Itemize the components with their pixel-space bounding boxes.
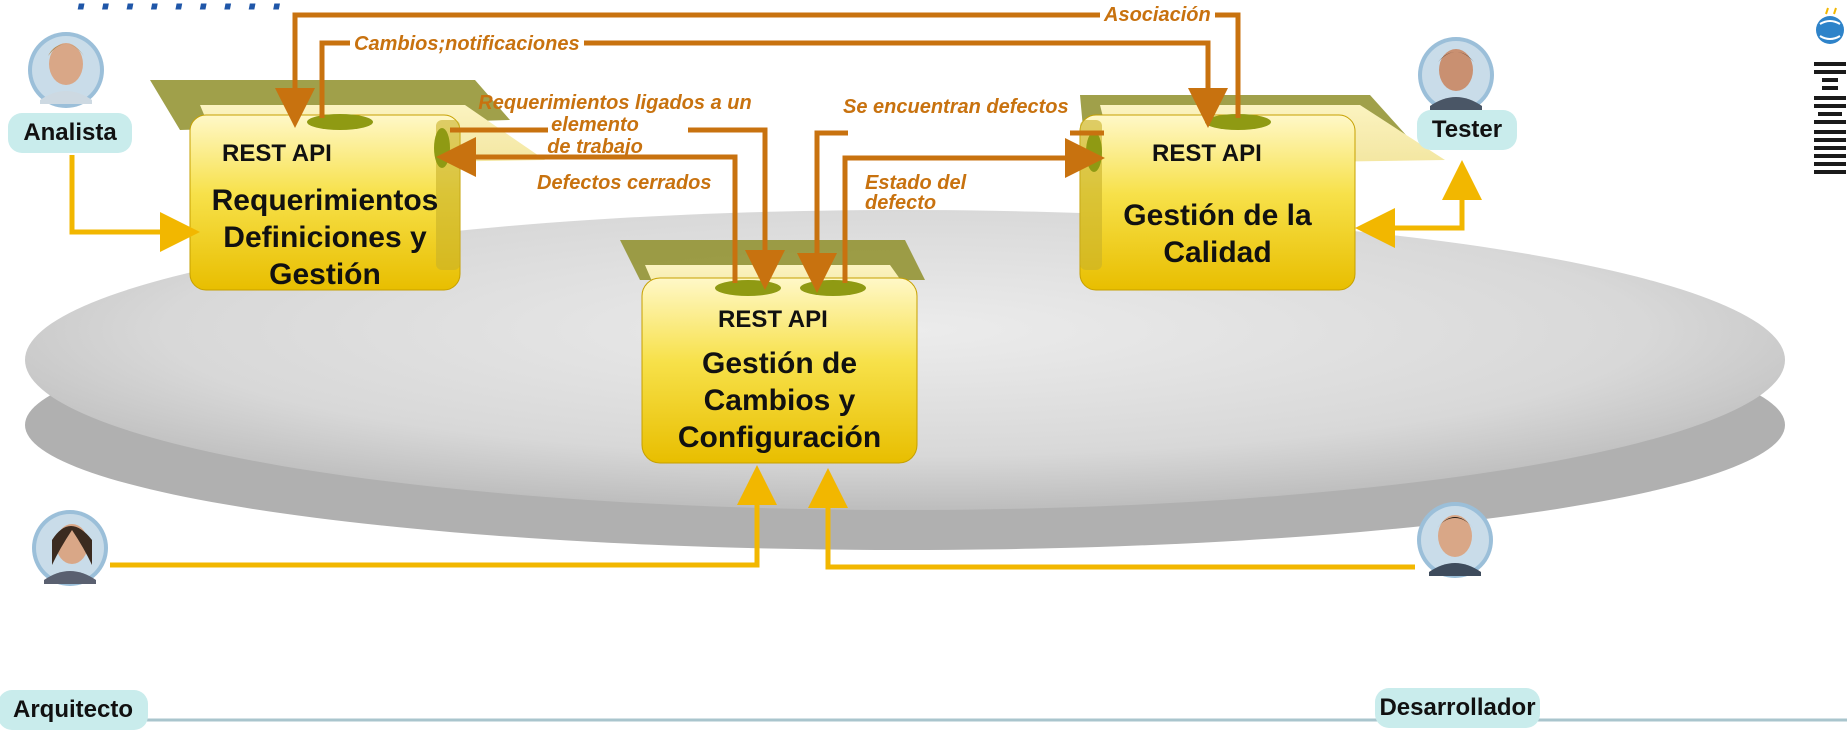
flow-desarrollador-arrow: [808, 468, 1415, 570]
yellow-flows: [69, 155, 1482, 570]
quality-title: Gestión de la Calidad: [1123, 199, 1312, 269]
role-tester: Tester: [1417, 110, 1517, 150]
requirements-title: Requerimientos Definiciones y Gestión: [211, 184, 439, 291]
flow-analista-arrow: [69, 155, 200, 252]
role-analista: Analista: [8, 113, 132, 153]
person-avatar-tester: [1418, 37, 1494, 113]
flow-cambios-label: Cambios;notificaciones: [350, 33, 584, 55]
quality-box: [1079, 95, 1445, 291]
orange-flows: [275, 12, 1241, 283]
flow-estado-line2: defecto: [865, 192, 937, 214]
flow-req-ligados-line1: Requerimientos ligados a un: [478, 92, 752, 114]
requirements-box: [150, 80, 545, 291]
flow-estado-label: Estado del defecto: [865, 173, 966, 213]
flow-estado-line1: Estado del: [865, 172, 967, 194]
role-desarrollador: Desarrollador: [1375, 688, 1540, 728]
flow-req-ligados-line3: de trabajo: [547, 136, 643, 158]
ibm-logo: [1814, 62, 1846, 174]
flow-tester-arrow-left: [1355, 185, 1465, 248]
flow-asociacion-arrow: [275, 12, 1241, 128]
person-avatar-arquitecto: [32, 510, 108, 586]
flow-defectos-cerrados-label: Defectos cerrados: [537, 172, 712, 194]
flow-req-ligados-line2: elemento: [551, 114, 639, 136]
flow-estado-arrow: [842, 138, 1105, 283]
flow-defectos-cerrados-arrow: [436, 137, 738, 283]
flow-req-ligados-label: Requerimientos ligados a un elemento de …: [470, 92, 760, 158]
flow-se-encuentran-arrow: [817, 130, 1104, 273]
requirements-api-label: REST API: [222, 140, 332, 167]
flow-asociacion-label: Asociación: [1100, 4, 1215, 26]
flow-req-ligados-arrow: [450, 127, 765, 270]
change-api-label: REST API: [718, 306, 828, 333]
person-avatar-desarrollador: [1417, 502, 1493, 578]
role-arquitecto: Arquitecto: [0, 690, 148, 730]
person-avatar-analista: [28, 32, 104, 108]
flow-arquitecto-arrow: [110, 465, 777, 568]
flow-se-encuentran-label: Se encuentran defectos: [843, 96, 1069, 118]
globe-icon: [1816, 7, 1844, 44]
title-fragment: · · · · · · · · ·: [74, 0, 283, 29]
change-title: Gestión de Cambios y Configuración: [677, 347, 882, 454]
quality-api-label: REST API: [1152, 140, 1262, 167]
flow-cambios-arrow: [319, 40, 1228, 128]
